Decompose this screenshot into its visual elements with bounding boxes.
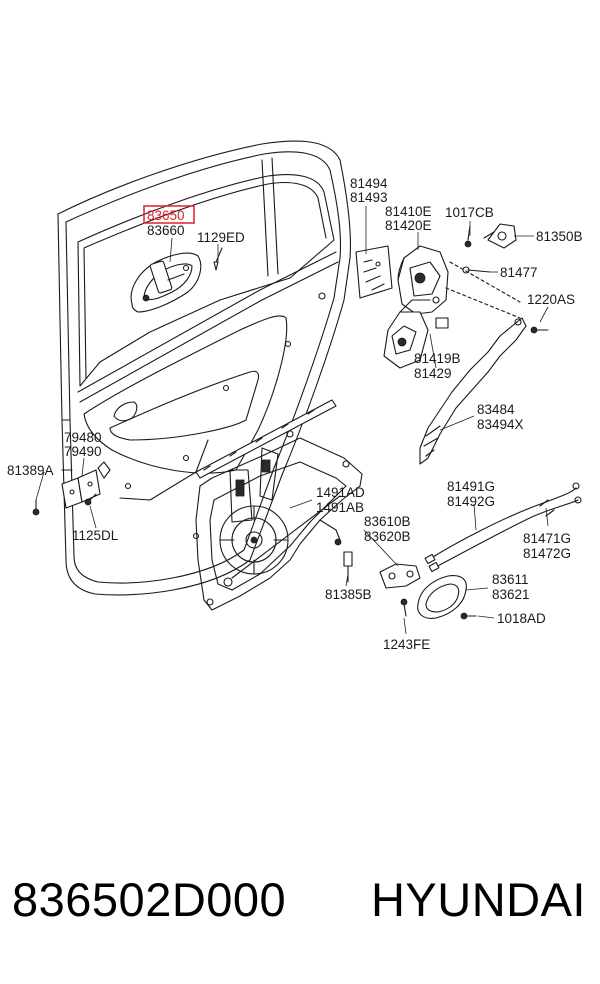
bolt-81385B xyxy=(343,551,353,583)
label-81410E: 81410E xyxy=(385,204,432,219)
label-83621: 83621 xyxy=(492,587,530,602)
striker-81350B xyxy=(464,223,517,249)
door-latch-81410E xyxy=(383,245,449,369)
latch-cover-81494 xyxy=(355,245,393,299)
release-cables-81491G xyxy=(424,482,582,573)
inside-handle-83650 xyxy=(130,252,202,313)
label-83610B: 83610B xyxy=(364,514,411,529)
door-panel xyxy=(57,140,352,596)
caption-bar: 836502D000 HYUNDAI xyxy=(0,872,600,952)
label-81493: 81493 xyxy=(350,190,388,205)
label-1017CB: 1017CB xyxy=(445,205,494,220)
label-83660: 83660 xyxy=(147,223,185,238)
label-1491AB: 1491AB xyxy=(316,500,364,515)
label-81419B: 81419B xyxy=(414,351,461,366)
label-83611: 83611 xyxy=(492,572,529,587)
label-83620B: 83620B xyxy=(364,529,411,544)
screw-1129ED xyxy=(213,247,223,271)
part-number-caption: 836502D000 xyxy=(12,873,287,926)
label-83494X: 83494X xyxy=(477,417,524,432)
label-81491G: 81491G xyxy=(447,479,495,494)
brand-caption: HYUNDAI xyxy=(370,873,586,926)
label-81420E: 81420E xyxy=(385,218,432,233)
window-regulator xyxy=(195,399,363,611)
highlight-box-83650 xyxy=(143,205,195,224)
label-1491AD: 1491AD xyxy=(316,485,365,500)
rod-83484 xyxy=(419,317,549,465)
inside-handle-bezel-83611 xyxy=(400,575,477,620)
label-1125DL: 1125DL xyxy=(72,528,119,543)
label-83650: 83650 xyxy=(147,208,185,223)
callout-labels: 83650 83660 1129ED 81494 81493 81410E 81… xyxy=(7,176,583,652)
label-79490: 79490 xyxy=(64,444,102,459)
leader-lines xyxy=(35,206,549,635)
label-83484: 83484 xyxy=(477,402,515,417)
label-79480: 79480 xyxy=(64,430,102,445)
label-81385B: 81385B xyxy=(325,587,372,602)
label-81429: 81429 xyxy=(414,366,452,381)
hinge-79480 xyxy=(32,461,111,516)
label-1243FE: 1243FE xyxy=(383,637,430,652)
label-81389A: 81389A xyxy=(7,463,54,478)
inside-handle-bracket-83610B xyxy=(379,563,421,589)
pin-81477 xyxy=(462,266,491,274)
label-1129ED: 1129ED xyxy=(197,230,245,245)
label-81477: 81477 xyxy=(500,265,538,280)
label-81350B: 81350B xyxy=(536,229,583,244)
label-81472G: 81472G xyxy=(523,546,571,561)
label-1220AS: 1220AS xyxy=(527,292,575,307)
label-81471G: 81471G xyxy=(523,531,571,546)
label-81492G: 81492G xyxy=(447,494,495,509)
label-81494: 81494 xyxy=(350,176,388,191)
label-1018AD: 1018AD xyxy=(497,611,546,626)
